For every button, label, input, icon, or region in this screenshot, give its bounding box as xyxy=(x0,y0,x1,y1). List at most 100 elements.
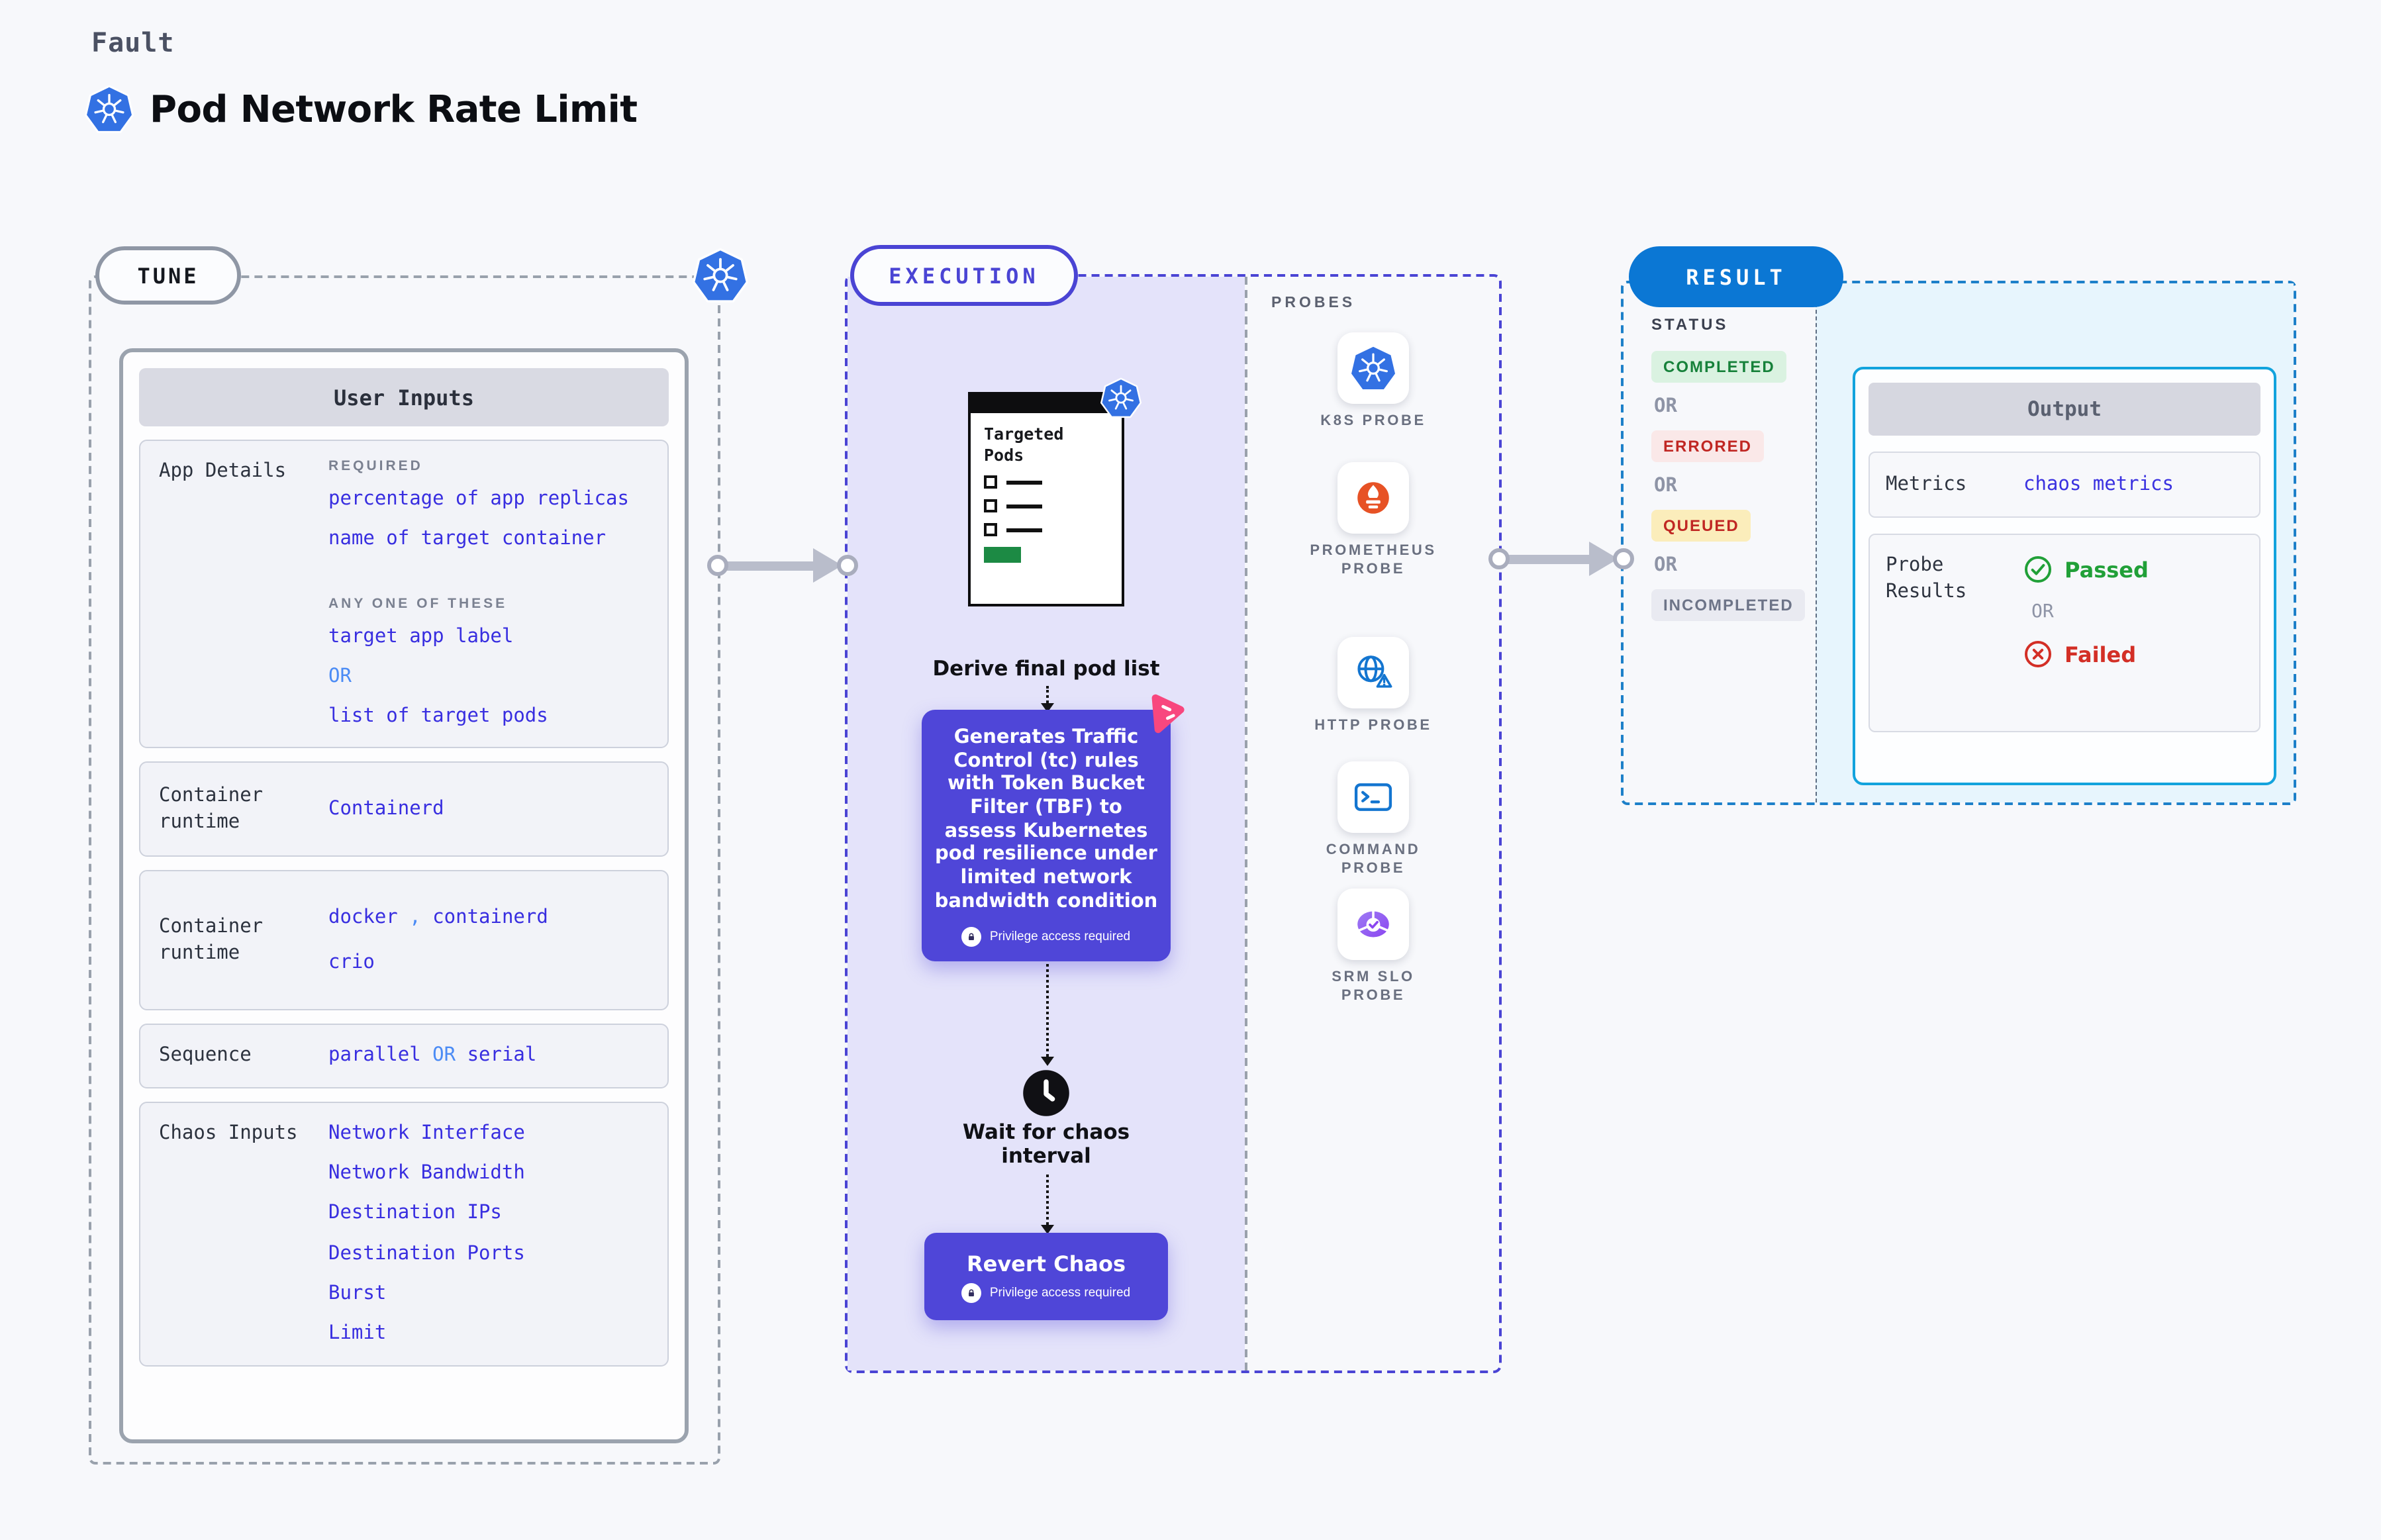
output-panel: Output Metrics chaos metrics Probe Resul… xyxy=(1853,367,2276,785)
metrics-row: Metrics chaos metrics xyxy=(1869,452,2260,518)
probe-card xyxy=(1337,889,1409,960)
checkbox-icon xyxy=(984,523,997,537)
input-value: Destination IPs xyxy=(328,1202,502,1224)
flow-connector xyxy=(1041,686,1054,712)
kubernetes-icon xyxy=(693,248,748,303)
status-badge: COMPLETED xyxy=(1651,351,1787,383)
connector-ring xyxy=(1488,548,1510,569)
or-label: OR xyxy=(1654,555,1677,576)
connector-ring xyxy=(707,555,728,576)
globe-warning-icon xyxy=(1349,649,1397,697)
failed-result: Failed xyxy=(2023,640,2243,669)
execution-flow-area: Targeted Pods Derive final pod list Gene… xyxy=(848,277,1245,1371)
input-value: docker , containerd xyxy=(328,907,548,929)
probes-section: PROBES K8S PROBE PROMETHEUS PROBE HTTP P… xyxy=(1245,277,1499,1371)
input-value: Burst xyxy=(328,1282,387,1304)
fault-kicker: Fault xyxy=(91,26,175,58)
flow-arrow xyxy=(1488,540,1634,577)
status-column: STATUS COMPLETED OR ERRORED OR QUEUED OR… xyxy=(1624,283,1816,802)
kubernetes-icon xyxy=(85,85,134,134)
input-value: name of target container xyxy=(328,528,607,550)
terminal-icon xyxy=(1349,773,1397,821)
required-caption: REQUIRED xyxy=(328,458,423,474)
row-label: Container runtime xyxy=(159,916,264,965)
result-badge: RESULT xyxy=(1629,246,1843,307)
input-value: target app label xyxy=(328,626,514,648)
clock-icon xyxy=(1022,1069,1071,1118)
page-title: Pod Network Rate Limit xyxy=(150,87,638,131)
checkbox-icon xyxy=(984,499,997,513)
window-titlebar xyxy=(971,395,1122,413)
probe-card xyxy=(1337,637,1409,708)
row-label: Chaos Inputs xyxy=(159,1122,298,1144)
result-output-area: Output Metrics chaos metrics Probe Resul… xyxy=(1816,283,2294,802)
app-details-row: App Details REQUIRED percentage of app r… xyxy=(139,440,669,749)
any-one-caption: ANY ONE OF THESE xyxy=(328,595,508,612)
row-label: Sequence xyxy=(159,1045,252,1067)
passed-result: Passed xyxy=(2023,555,2243,584)
title-row: Pod Network Rate Limit xyxy=(85,85,638,134)
slo-gauge-icon xyxy=(1349,900,1397,948)
flow-connector xyxy=(1041,964,1054,1066)
row-label: Container runtime xyxy=(159,785,264,834)
window-title: Targeted Pods xyxy=(984,424,1064,465)
probe-item: HTTP PROBE xyxy=(1247,637,1499,736)
probe-card xyxy=(1337,332,1409,404)
metrics-value: chaos metrics xyxy=(2023,474,2174,495)
input-value: Limit xyxy=(328,1323,387,1345)
kubernetes-icon xyxy=(1349,344,1397,392)
tune-badge: TUNE xyxy=(95,246,241,305)
output-header: Output xyxy=(1869,383,2260,436)
privilege-note: Privilege access required xyxy=(934,926,1159,946)
check-circle-icon xyxy=(2023,555,2053,584)
probe-item: SRM SLO PROBE xyxy=(1247,889,1499,1006)
input-value: Destination Ports xyxy=(328,1243,525,1265)
x-circle-icon xyxy=(2023,640,2053,669)
probe-card xyxy=(1337,462,1409,534)
probe-item: K8S PROBE xyxy=(1247,332,1499,432)
status-badge: QUEUED xyxy=(1651,510,1751,542)
revert-chaos-box: Revert Chaos Privilege access required xyxy=(924,1233,1168,1320)
litmus-chaos-icon xyxy=(1143,690,1188,735)
execution-badge: EXECUTION xyxy=(850,245,1078,306)
input-value: Network Interface xyxy=(328,1122,525,1144)
flow-connector xyxy=(1041,1175,1054,1234)
or-label: OR xyxy=(1654,396,1677,417)
status-title: STATUS xyxy=(1651,315,1729,334)
or-label: OR xyxy=(328,665,352,687)
chaos-action-box: Generates Traffic Control (tc) rules wit… xyxy=(922,710,1171,961)
prometheus-icon xyxy=(1349,474,1397,522)
sequence-row: Sequence parallel OR serial xyxy=(139,1024,669,1088)
targeted-pods-window: Targeted Pods xyxy=(968,392,1124,606)
chaos-inputs-row: Chaos Inputs Network Interface Network B… xyxy=(139,1101,669,1367)
input-value: Containerd xyxy=(328,798,444,820)
row-label: App Details xyxy=(159,461,287,482)
kubernetes-icon xyxy=(1100,377,1142,418)
flow-arrow xyxy=(707,547,858,584)
input-value: crio xyxy=(328,952,375,974)
probes-title: PROBES xyxy=(1271,295,1356,311)
result-section: Output Metrics chaos metrics Probe Resul… xyxy=(1621,281,2296,805)
status-badge: INCOMPLETED xyxy=(1651,589,1806,621)
user-inputs-header: User Inputs xyxy=(139,368,669,426)
derive-step-label: Derive final pod list xyxy=(932,657,1160,681)
or-label: OR xyxy=(2031,601,2054,622)
action-description: Generates Traffic Control (tc) rules wit… xyxy=(934,727,1158,912)
result-divider xyxy=(1816,283,1817,802)
input-value: parallel OR serial xyxy=(328,1045,537,1067)
connector-ring xyxy=(1613,548,1634,569)
privilege-note: Privilege access required xyxy=(961,1282,1130,1302)
probe-card xyxy=(1337,761,1409,833)
input-value: Network Bandwidth xyxy=(328,1163,525,1184)
container-runtime-row: Container runtime Containerd xyxy=(139,761,669,857)
lock-icon xyxy=(961,1282,982,1302)
wait-step-label: Wait for chaos interval xyxy=(962,1120,1130,1168)
probe-results-row: Probe Results Passed OR Failed xyxy=(1869,534,2260,732)
input-value: percentage of app replicas xyxy=(328,489,629,510)
lock-icon xyxy=(961,926,982,946)
checkbox-icon xyxy=(984,475,997,489)
container-runtime-row: Container runtime docker , containerd cr… xyxy=(139,870,669,1011)
progress-bar xyxy=(984,547,1021,563)
tune-section xyxy=(89,275,720,1465)
